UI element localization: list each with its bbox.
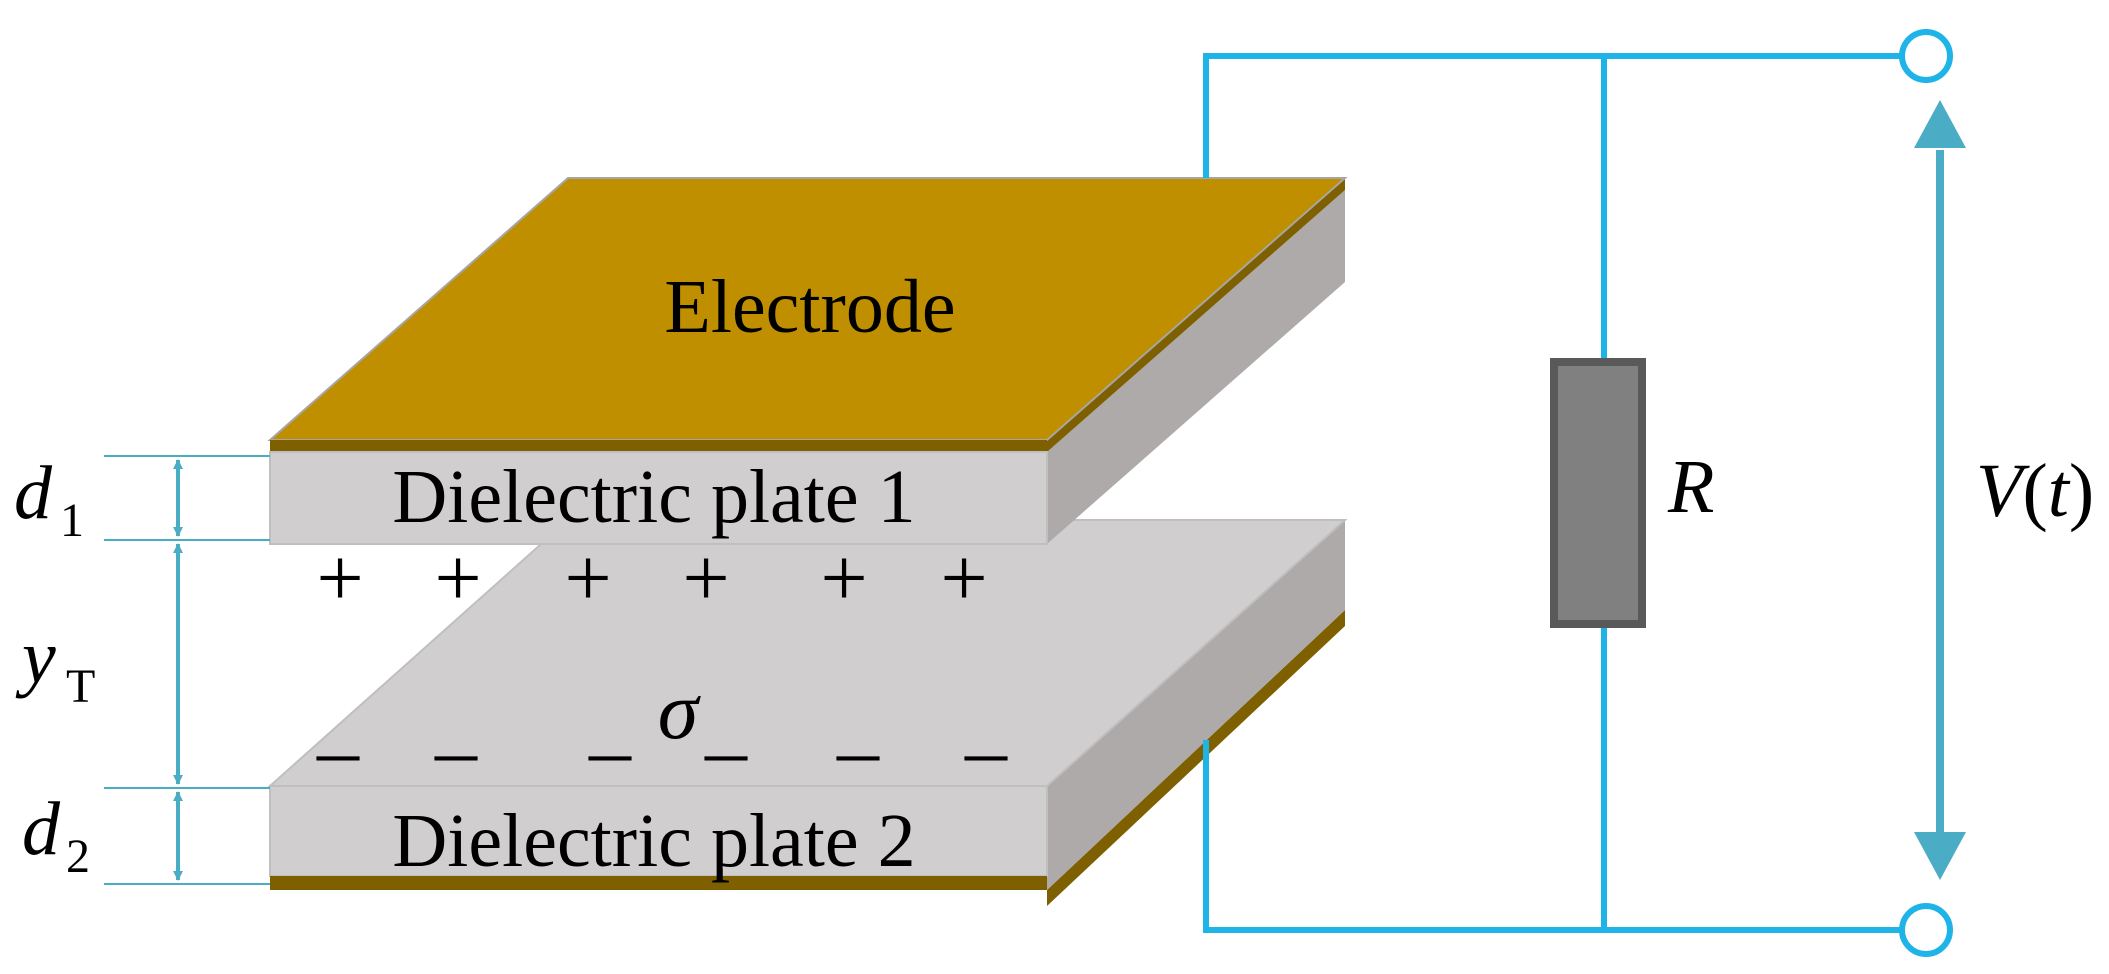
- resistor: [1550, 358, 1646, 628]
- bottom-wire: [1203, 740, 1900, 933]
- plate1-front: [269, 451, 1048, 545]
- dimension-lines: [104, 455, 270, 885]
- sigma-symbol: σ: [658, 665, 702, 756]
- plate1-side: [1047, 190, 1345, 544]
- top-electrode-side: [1047, 178, 1345, 452]
- d2-label-sub: 2: [66, 830, 90, 883]
- positive-charge: +: [820, 532, 867, 625]
- bottom-plate-assembly: [267, 519, 1348, 906]
- voltage-label-v: V: [1976, 449, 2030, 533]
- plate2-label: Dielectric plate 2: [392, 799, 915, 883]
- voltage-label-t: t: [2048, 449, 2071, 533]
- bottom-electrode-front: [270, 876, 1047, 890]
- d1-label: d 1: [14, 451, 84, 547]
- yt-label-sub: T: [66, 660, 95, 713]
- d1-label-main: d: [14, 451, 53, 535]
- voltage-arrow-head-down: [1914, 832, 1966, 880]
- positive-charge: +: [316, 532, 363, 625]
- top-electrode-front: [270, 440, 1047, 452]
- yt-label-main: y: [15, 615, 56, 699]
- electrode-label: Electrode: [664, 265, 955, 349]
- negative-charge: –: [704, 704, 748, 797]
- voltage-arrow: [1914, 100, 1966, 880]
- terminal-bottom: [1899, 903, 1953, 957]
- plate1-label: Dielectric plate 1: [392, 455, 915, 539]
- top-wire: [1203, 53, 1900, 178]
- positive-charge: +: [434, 532, 481, 625]
- positive-charges: + + + + + +: [316, 532, 987, 625]
- positive-charge: +: [682, 532, 729, 625]
- voltage-label-close: ): [2069, 449, 2094, 533]
- terminal-top: [1899, 29, 1953, 83]
- plate2-front: [269, 785, 1048, 877]
- voltage-label: V(t): [1976, 449, 2094, 533]
- top-plate-assembly: [267, 177, 1348, 545]
- negative-charges: – – – – – –: [316, 704, 1008, 797]
- yt-label: y T: [15, 615, 95, 713]
- positive-charge: +: [564, 532, 611, 625]
- negative-charge: –: [316, 704, 360, 797]
- voltage-label-open: (: [2022, 449, 2047, 533]
- negative-charge: –: [588, 704, 632, 797]
- negative-charge: –: [434, 704, 478, 797]
- negative-charge: –: [836, 704, 880, 797]
- d2-label-main: d: [22, 787, 61, 871]
- d1-label-sub: 1: [60, 494, 84, 547]
- bottom-electrode-side: [1047, 610, 1345, 906]
- negative-charge: –: [964, 704, 1008, 797]
- resistor-label: R: [1667, 445, 1714, 529]
- external-circuit: [1203, 53, 1900, 933]
- positive-charge: +: [940, 532, 987, 625]
- d2-label: d 2: [22, 787, 90, 883]
- voltage-arrow-head-up: [1914, 100, 1966, 148]
- plate2-side: [1047, 520, 1345, 890]
